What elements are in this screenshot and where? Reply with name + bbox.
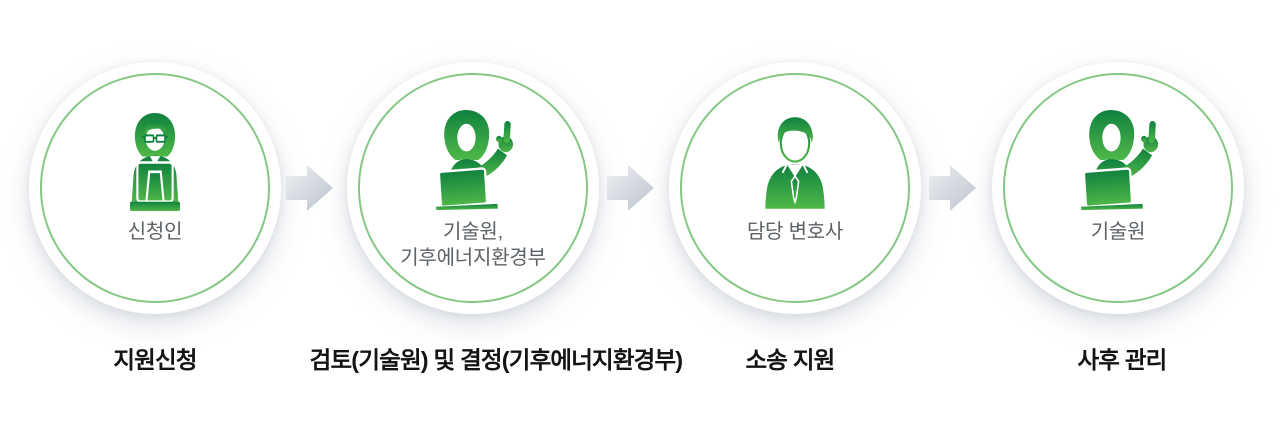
step-circle-ring	[680, 73, 910, 303]
step-actor-label: 기술원, 기후에너지환경부	[400, 220, 546, 271]
step-circle-4: 기술원	[992, 62, 1244, 314]
step-circle-3: 담당 변호사	[669, 62, 921, 314]
step-circle-1: 신청인	[29, 62, 281, 314]
actor-line: 기술원,	[443, 221, 503, 243]
actor-line: 기술원	[1090, 221, 1146, 243]
arrow-right-icon	[286, 163, 334, 213]
arrow-right-icon	[607, 163, 655, 213]
actor-line: 기후에너지환경부	[400, 246, 546, 269]
step-circle-ring	[1003, 73, 1233, 303]
arrow-right-icon	[929, 163, 977, 213]
step-circle-ring	[40, 73, 270, 303]
step-actor-label: 담당 변호사	[746, 220, 844, 246]
step-actor-label: 신청인	[128, 220, 183, 246]
step-circle-ring	[358, 73, 588, 303]
step-circle-2: 기술원, 기후에너지환경부	[347, 62, 599, 314]
step-actor-label: 기술원	[1091, 220, 1146, 246]
actor-line: 신청인	[127, 221, 183, 243]
actor-line: 담당 변호사	[746, 221, 844, 243]
step-title-2: 검토(기술원) 및 결정(기후에너지환경부)	[309, 347, 683, 373]
step-title-1: 지원신청	[113, 347, 197, 373]
step-title-4: 사후 관리	[1077, 347, 1167, 373]
step-title-3: 소송 지원	[745, 347, 835, 373]
